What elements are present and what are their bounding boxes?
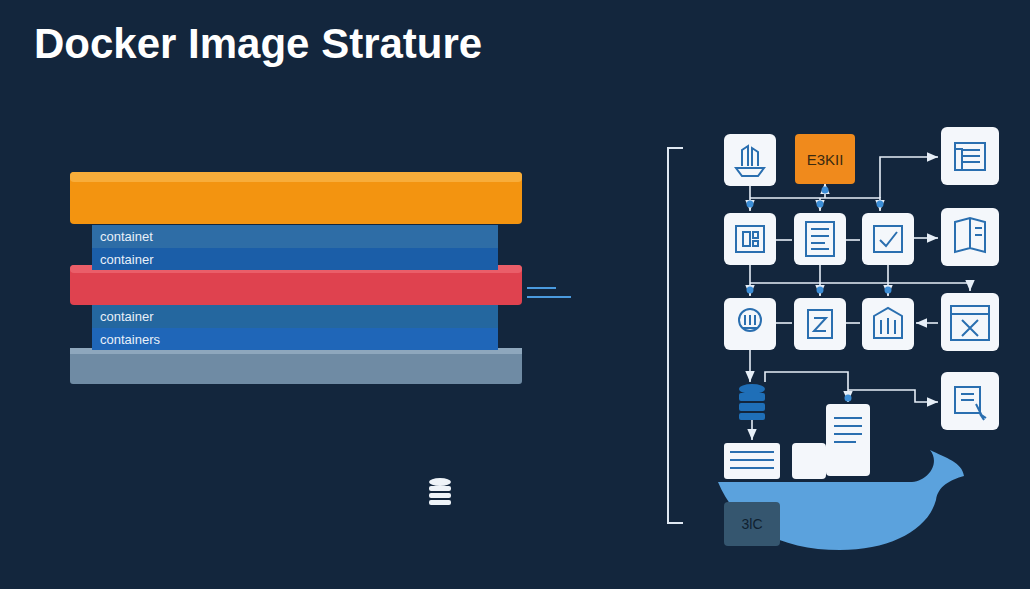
node-label: containers (100, 332, 160, 347)
diagram-title: Docker Image Strature (34, 20, 482, 68)
node-label: E3KII (807, 151, 844, 168)
node-label: container (100, 309, 153, 324)
base-box: 3lC (724, 502, 780, 546)
node-label: containet (100, 229, 153, 244)
layer-band: container (92, 248, 498, 270)
registry-box: E3KII (795, 134, 855, 184)
layer-band: containet (92, 225, 498, 248)
layer-band: containers (92, 328, 498, 350)
layer-band: container (92, 305, 498, 328)
node-label: 3lC (741, 516, 762, 532)
node-label: container (100, 252, 153, 267)
